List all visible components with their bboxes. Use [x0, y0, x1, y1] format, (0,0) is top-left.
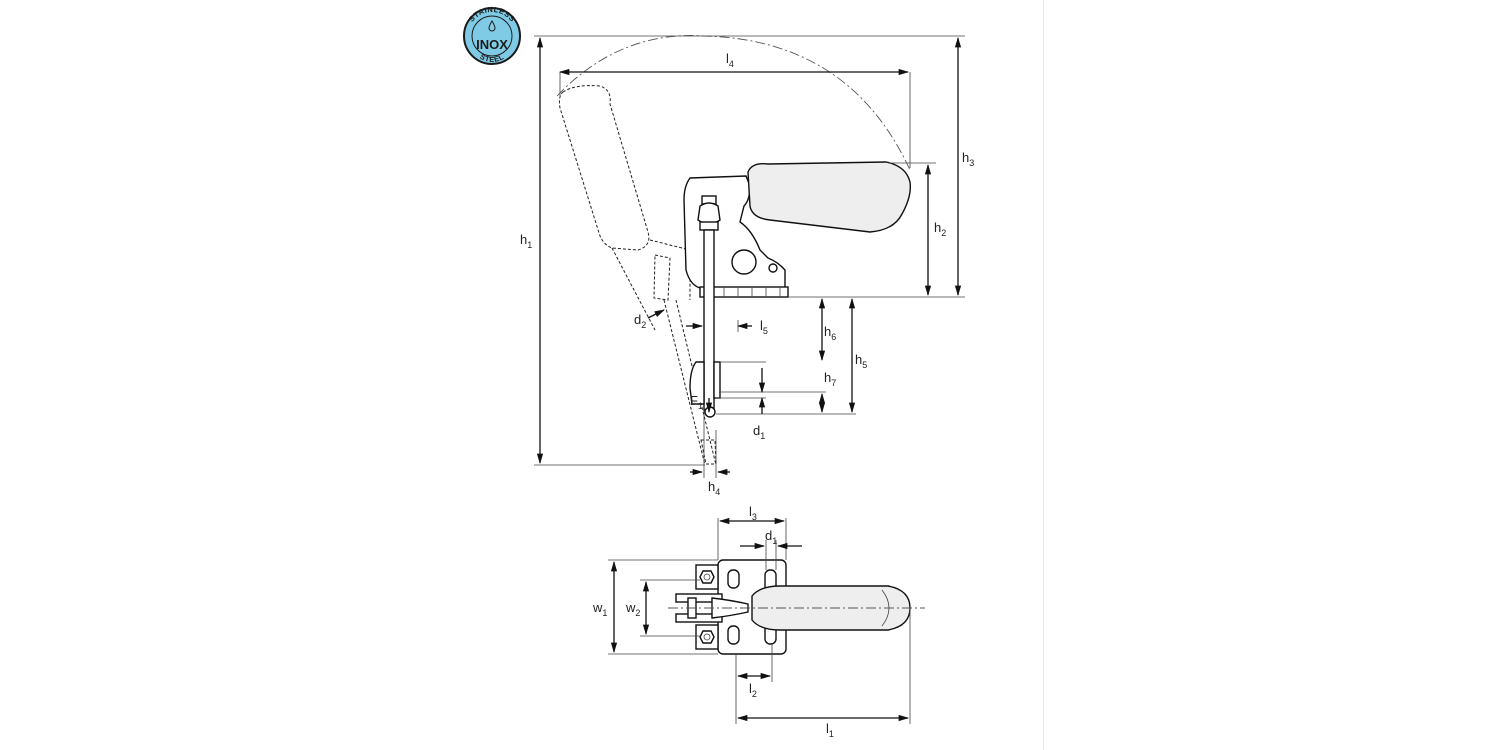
dim-label-h5: h5 [855, 352, 867, 370]
ghost-spindle-tip [700, 439, 717, 465]
clamp-handle [747, 161, 912, 233]
dim-label-d1-side: d1 [753, 423, 765, 441]
pivot-hole [731, 249, 757, 275]
ghost-spindle-right [675, 299, 717, 466]
fork-upper [675, 593, 723, 603]
spindle-washer [713, 361, 721, 399]
dim-label-w1: w1 [592, 600, 607, 618]
dim-label-l1: l1 [826, 721, 834, 739]
side-view-labels: h1 l4 h3 h2 h6 h5 h7 l5 d2 F1 d1 h4 [520, 51, 974, 497]
dim-label-h7: h7 [824, 370, 836, 388]
base-plate [699, 286, 789, 298]
sheet-edge-line [1043, 0, 1044, 750]
badge-inner-ring [471, 15, 513, 57]
lock-nut-bottom [699, 221, 719, 231]
side-view: h1 l4 h3 h2 h6 h5 h7 l5 d2 F1 d1 h4 [520, 35, 974, 497]
svg-text:STEEL: STEEL [478, 52, 505, 64]
top-nut-upper-hex [699, 570, 715, 584]
ghost-handle-grip [558, 85, 650, 251]
ghost-arm-right [649, 239, 691, 300]
slot-top-left [727, 569, 740, 589]
dim-label-h4: h4 [708, 479, 720, 497]
dim-label-h3: h3 [962, 150, 974, 168]
dimension-arrows [536, 36, 962, 476]
dim-label-l3: l3 [749, 504, 757, 522]
dim-label-d2: d2 [634, 312, 646, 330]
dim-label-F1: F1 [690, 393, 703, 411]
swing-arc [556, 35, 911, 171]
badge-bottom-text: STEEL [478, 52, 505, 64]
ghost-spindle-left [663, 299, 706, 466]
dim-label-h2: h2 [934, 220, 946, 238]
top-dimension-arrows [610, 517, 910, 722]
dim-label-l2: l2 [749, 681, 757, 699]
dim-label-l5: l5 [760, 318, 768, 336]
nut-hex [697, 202, 721, 225]
top-nut-lower-hex [699, 630, 715, 644]
dim-label-l4: l4 [726, 51, 734, 69]
top-view: l3 d1 w1 w2 l2 l1 [592, 504, 925, 739]
dim-label-h6: h6 [824, 324, 836, 342]
ghost-arm-left [611, 247, 656, 331]
extension-lines [534, 35, 965, 478]
badge-center-text: INOX [476, 37, 508, 52]
slot-bottom-left [727, 625, 740, 645]
stainless-steel-badge: STAINLESS STEEL INOX [463, 5, 521, 65]
small-pivot-hole [768, 263, 778, 273]
fork-lower [675, 613, 723, 623]
dim-label-w2: w2 [625, 600, 640, 618]
spindle-tip [704, 406, 716, 418]
top-view-labels: l3 d1 w1 w2 l2 l1 [592, 504, 834, 739]
spindle-rod [703, 229, 715, 411]
dim-label-h1: h1 [520, 232, 532, 250]
spindle-pad [689, 361, 705, 405]
droplet-icon [488, 20, 496, 32]
dim-label-d1-top: d1 [765, 528, 777, 546]
top-extension-lines [608, 518, 911, 724]
ghost-linkage-block [653, 254, 671, 301]
